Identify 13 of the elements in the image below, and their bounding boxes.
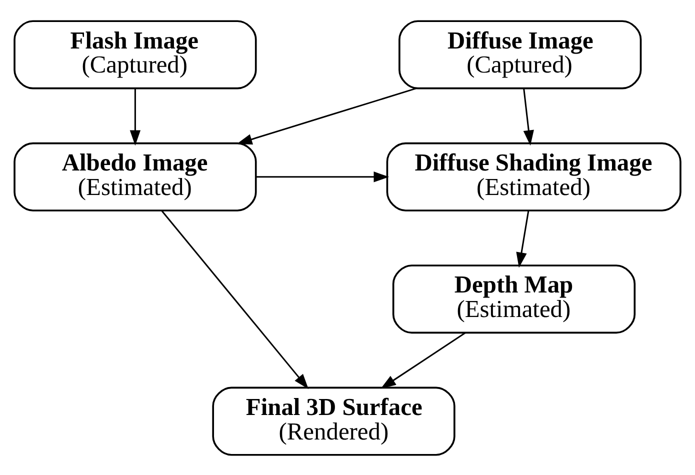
arrow — [130, 88, 141, 146]
node-box: Flash Image (Captured) — [14, 20, 257, 89]
node-box: Depth Map (Estimated) — [392, 264, 636, 334]
arrow — [256, 171, 390, 182]
node-box: Diffuse Shading Image (Estimated) — [386, 142, 682, 211]
node-box: Albedo Image (Estimated) — [14, 142, 257, 211]
node-box: Diffuse Image (Captured) — [398, 20, 642, 89]
arrow — [516, 210, 530, 268]
arrow — [523, 88, 534, 146]
node-box: Final 3D Surface (Rendered) — [212, 386, 456, 456]
arrow — [236, 87, 417, 144]
arrow — [380, 332, 466, 388]
arrow — [161, 210, 309, 389]
